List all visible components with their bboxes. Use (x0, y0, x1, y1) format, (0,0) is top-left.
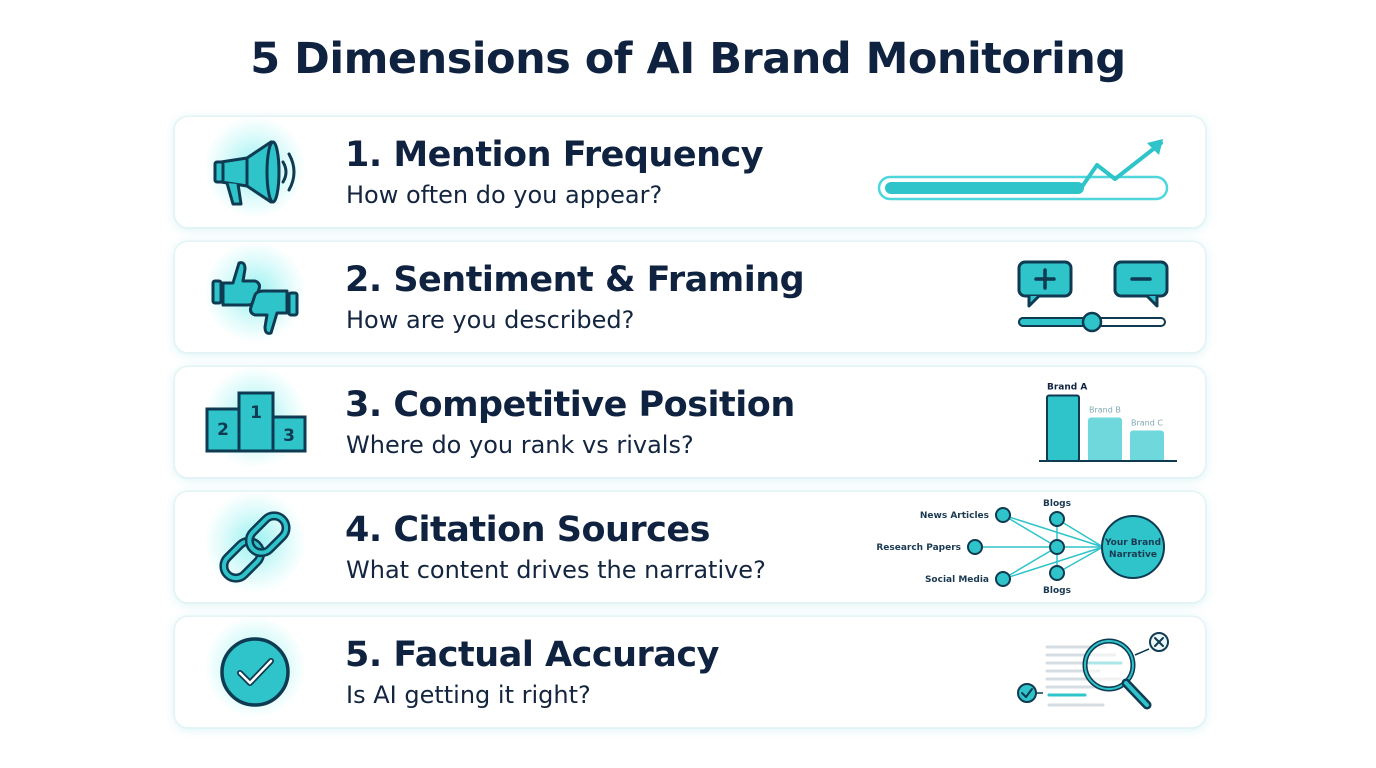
dimension-heading: 5. Factual Accuracy (345, 635, 719, 675)
node-hub (1049, 539, 1065, 555)
node-blogs-bottom (1049, 565, 1065, 581)
node-social-media (995, 571, 1011, 587)
citation-network-diagram: News Articles Research Papers Social Med… (876, 499, 1165, 596)
bar-label-brand-b: Brand B (1089, 405, 1121, 414)
icon-container: 1 2 3 (195, 367, 315, 467)
dimension-card-factual-accuracy: 5. Factual Accuracy Is AI getting it rig… (174, 616, 1206, 728)
icon-container (195, 617, 315, 717)
dimension-subtitle: How often do you appear? (346, 181, 663, 209)
chain-link-icon (219, 511, 291, 583)
podium-rank-2: 2 (217, 420, 229, 440)
node-blogs-top (1049, 511, 1065, 527)
label-target-line-1: Your Brand (1104, 538, 1161, 548)
icon-container (195, 117, 315, 217)
plus-bubble-icon (1017, 260, 1073, 308)
podium-rank-3: 3 (283, 426, 295, 446)
minus-bubble-icon (1113, 260, 1169, 308)
dimension-subtitle: Is AI getting it right? (346, 681, 591, 709)
dimension-heading: 3. Competitive Position (345, 385, 795, 425)
progress-fill (885, 182, 1084, 194)
dimension-subtitle: How are you described? (346, 306, 635, 334)
bar-brand-a (1046, 394, 1080, 462)
podium-icon: 1 2 3 (205, 391, 307, 453)
frequency-progress-graphic (877, 139, 1169, 201)
megaphone-icon (213, 140, 296, 206)
dimension-card-citation-sources: 4. Citation Sources What content drives … (174, 491, 1206, 603)
page-title: 5 Dimensions of AI Brand Monitoring (250, 34, 1126, 84)
dimension-subtitle: What content drives the narrative? (346, 556, 766, 584)
label-blogs-bottom: Blogs (1043, 586, 1071, 596)
dimension-subtitle: Where do you rank vs rivals? (346, 431, 694, 459)
thumbs-up-down-icon (211, 261, 299, 335)
fact-check-graphic (1017, 632, 1169, 710)
label-target-line-2: Narrative (1109, 550, 1157, 560)
label-social-media: Social Media (925, 575, 989, 585)
dimension-card-sentiment-framing: 2. Sentiment & Framing How are you descr… (174, 241, 1206, 353)
close-icon (1134, 632, 1169, 656)
dimension-card-competitive-position: 1 2 3 3. Competitive Position Where do y… (174, 366, 1206, 478)
label-blogs-top: Blogs (1043, 499, 1071, 509)
sentiment-slider-graphic (1017, 260, 1169, 333)
label-research-papers: Research Papers (876, 543, 961, 553)
check-icon (1017, 683, 1043, 703)
node-news-articles (995, 507, 1011, 523)
slider-knob (1081, 311, 1103, 333)
icon-container (195, 242, 315, 342)
node-your-brand-narrative (1101, 515, 1165, 579)
checkmark-circle-icon (220, 637, 290, 707)
podium-rank-1: 1 (250, 403, 262, 423)
dimension-card-mention-frequency: 1. Mention Frequency How often do you ap… (174, 116, 1206, 228)
dimension-heading: 4. Citation Sources (345, 510, 711, 550)
bar-label-brand-a: Brand A (1047, 383, 1087, 393)
dimension-heading: 1. Mention Frequency (345, 135, 764, 175)
bar-brand-b (1088, 417, 1122, 462)
competitive-bar-chart: Brand A Brand B Brand C (1039, 383, 1177, 463)
node-research-papers (967, 539, 983, 555)
bar-label-brand-c: Brand C (1131, 419, 1163, 428)
label-news-articles: News Articles (920, 511, 989, 521)
icon-container (195, 492, 315, 592)
dimension-heading: 2. Sentiment & Framing (345, 260, 805, 300)
bar-brand-c (1130, 430, 1164, 463)
